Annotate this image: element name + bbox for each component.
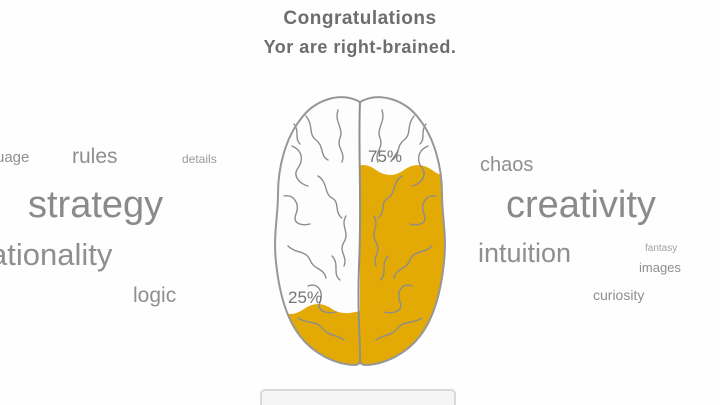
word-strategy: strategy [28, 184, 164, 226]
bottom-button-cropped[interactable] [260, 389, 456, 405]
left-gyri-lines [283, 109, 347, 341]
right-percent-label: 75% [368, 147, 403, 166]
word-curiosity: curiosity [593, 287, 645, 303]
word-creativity: creativity [506, 184, 656, 226]
word-language-cropped: uage [0, 149, 30, 166]
left-hemisphere-base [275, 97, 360, 365]
left-percent-label: 25% [288, 288, 323, 307]
right-gyri-lines [373, 109, 437, 341]
brain-illustration [248, 86, 472, 378]
word-chaos: chaos [480, 154, 534, 176]
word-details: details [182, 152, 217, 166]
title-congratulations: Congratulations [283, 8, 437, 29]
brain-midline [357, 101, 362, 365]
left-hemisphere-outline [274, 96, 361, 367]
word-fantasy: fantasy [645, 243, 678, 254]
right-hemisphere-outline [359, 96, 446, 367]
brain-svg [274, 96, 446, 367]
title-result: Yor are right-brained. [263, 37, 457, 57]
word-rules: rules [72, 145, 118, 168]
word-intuition: intuition [478, 238, 572, 268]
word-images: images [639, 260, 681, 275]
word-logic: logic [133, 284, 177, 307]
word-rationality-cropped: ationality [0, 237, 113, 272]
